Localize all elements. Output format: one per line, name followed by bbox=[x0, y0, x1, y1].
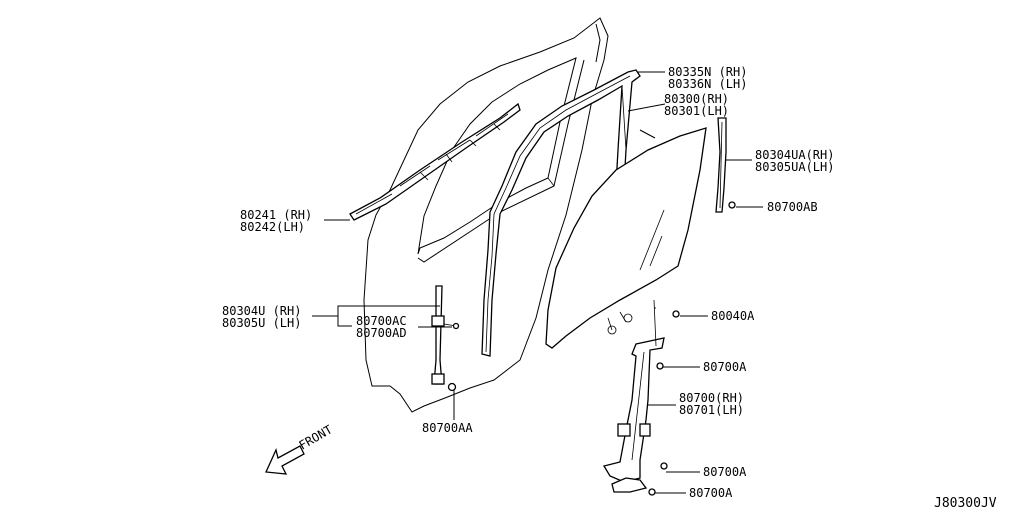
callout-regulator-rh: 80700(RH) bbox=[679, 391, 744, 405]
callout-bolt-ad: 80700AD bbox=[356, 326, 407, 340]
callout-bolt-a-middle: 80700A bbox=[703, 465, 747, 479]
front-sash-channel bbox=[431, 285, 460, 392]
callout-bolt-ac: 80700AC bbox=[356, 314, 407, 328]
callout-bolt-aa: 80700AA bbox=[422, 421, 473, 435]
callout-clip: 80040A bbox=[711, 309, 755, 323]
front-direction-label: FRONT bbox=[297, 422, 335, 452]
callout-glass-run-seal-rh: 80335N (RH) bbox=[668, 65, 747, 79]
callout-bolt-ab: 80700AB bbox=[767, 200, 818, 214]
callout-regulator-lh: 80701(LH) bbox=[679, 403, 744, 417]
outer-moulding bbox=[349, 102, 521, 221]
callout-bolt-a-lower: 80700A bbox=[689, 486, 733, 500]
leader-lines bbox=[312, 71, 763, 494]
window-regulator bbox=[602, 299, 680, 496]
callout-rear-channel-lh: 80305UA(LH) bbox=[755, 160, 834, 174]
callout-front-channel-lh: 80305U (LH) bbox=[222, 316, 301, 330]
callout-glass-run-seal-lh: 80336N (LH) bbox=[668, 77, 747, 91]
diagram-code: J80300JV bbox=[934, 496, 997, 511]
door-glass bbox=[545, 127, 707, 349]
callout-glass-rh: 80300(RH) bbox=[664, 92, 729, 106]
rear-sash-channel bbox=[715, 117, 736, 213]
callout-rear-channel-rh: 80304UA(RH) bbox=[755, 148, 834, 162]
callout-front-channel-rh: 80304U (RH) bbox=[222, 304, 301, 318]
callout-moulding-rh: 80241 (RH) bbox=[240, 208, 312, 222]
callout-bolt-a-upper: 80700A bbox=[703, 360, 747, 374]
callout-moulding-lh: 80242(LH) bbox=[240, 220, 305, 234]
callout-glass-lh: 80301(LH) bbox=[664, 104, 729, 118]
front-arrow-icon bbox=[265, 445, 305, 475]
